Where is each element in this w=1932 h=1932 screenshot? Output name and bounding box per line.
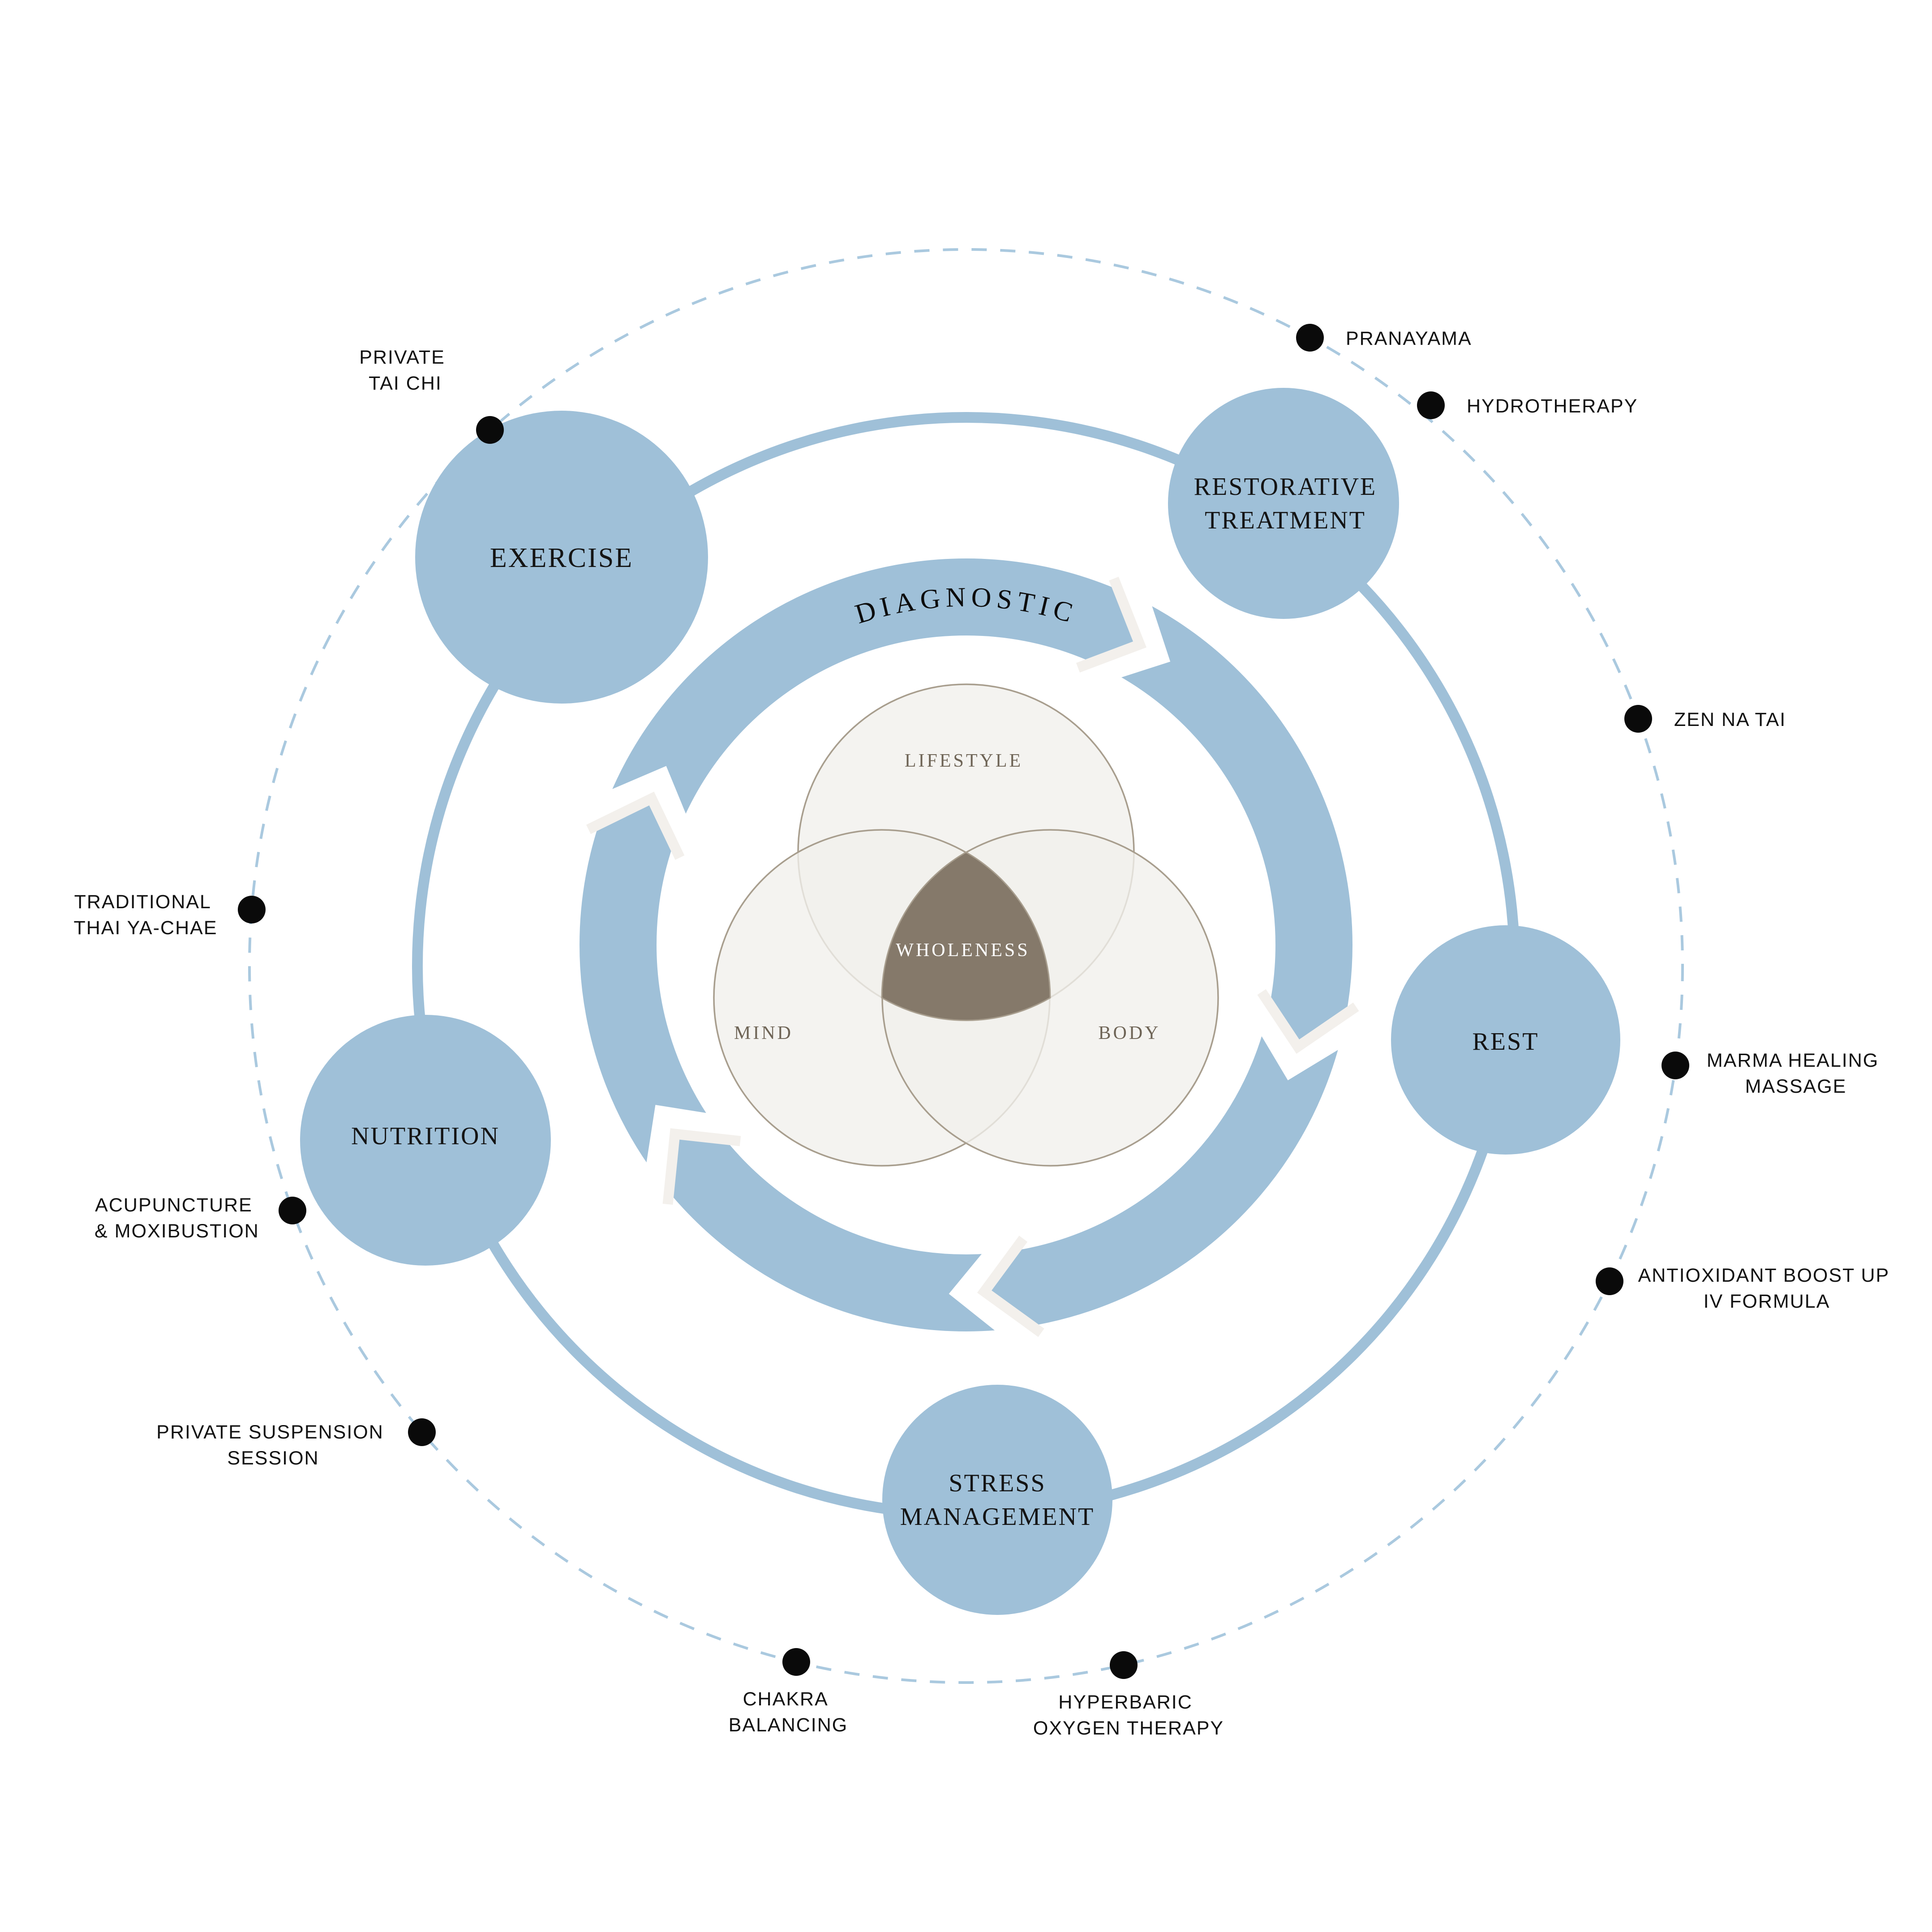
venn-label-body: BODY: [1098, 1023, 1160, 1043]
pillar-exercise: EXERCISE: [415, 411, 708, 704]
pillar-stress-management: STRESS MANAGEMENT: [882, 1385, 1112, 1615]
chevron-arrow-icon: [1248, 989, 1359, 1081]
treatment-dot: [1296, 324, 1324, 352]
treatment-marma-healing-massage: MARMA HEALING MASSAGE: [1662, 1050, 1885, 1097]
treatment-dot: [476, 416, 504, 444]
treatment-antioxidant-boost-up-iv-formula: ANTIOXIDANT BOOST UP IV FORMULA: [1596, 1265, 1896, 1312]
treatment-traditional-thai-ya-chae: TRADITIONAL THAI YA-CHAE: [73, 891, 266, 939]
venn-label-lifestyle: LIFESTYLE: [905, 751, 1023, 771]
treatment-chakra-balancing: CHAKRA BALANCING: [729, 1648, 848, 1736]
treatment-label: MARMA HEALING MASSAGE: [1707, 1050, 1885, 1097]
treatment-label: ACUPUNCTURE & MOXIBUSTION: [94, 1194, 259, 1242]
chevron-arrow-icon: [949, 1233, 1044, 1346]
treatment-dot: [238, 896, 266, 923]
treatment-label: PRANAYAMA: [1346, 328, 1472, 349]
pillar-label: EXERCISE: [490, 543, 633, 573]
treatment-dot: [408, 1418, 436, 1446]
pillar-circle: [415, 411, 708, 704]
pillar-rest: REST: [1391, 925, 1620, 1155]
pillar-label: TREATMENT: [1205, 507, 1366, 534]
outer-dashed-circle: [248, 248, 1684, 1684]
treatment-label: HYDROTHERAPY: [1467, 395, 1638, 417]
pillar-label: NUTRITION: [351, 1122, 500, 1150]
treatment-private-tai-chi: PRIVATE TAI CHI: [359, 347, 504, 444]
treatment-hyperbaric-oxygen-therapy: HYPERBARIC OXYGEN THERAPY: [1033, 1651, 1224, 1739]
treatment-dot: [279, 1197, 306, 1224]
treatment-private-suspension-session: PRIVATE SUSPENSION SESSION: [156, 1418, 436, 1469]
pillar-label: RESTORATIVE: [1194, 473, 1377, 501]
pillar-label: STRESS: [949, 1469, 1046, 1497]
treatment-dot: [1417, 391, 1445, 419]
treatment-label: PRIVATE TAI CHI: [359, 347, 451, 394]
treatment-label: ZEN NA TAI: [1674, 709, 1786, 730]
treatment-dot: [782, 1648, 810, 1676]
treatment-acupuncture-moxibustion: ACUPUNCTURE & MOXIBUSTION: [94, 1194, 306, 1242]
treatment-zen-na-tai: ZEN NA TAI: [1624, 705, 1786, 733]
pillar-nutrition: NUTRITION: [300, 1015, 551, 1266]
treatment-label: ANTIOXIDANT BOOST UP IV FORMULA: [1638, 1265, 1896, 1312]
venn-label-wholeness: WHOLENESS: [896, 940, 1030, 961]
treatment-dot: [1110, 1651, 1138, 1679]
treatment-label: CHAKRA BALANCING: [729, 1688, 848, 1736]
chevron-arrow-icon: [1076, 576, 1171, 686]
chevron-arrow-icon: [643, 1105, 741, 1205]
treatment-dot: [1624, 705, 1652, 733]
pillar-circle: [1391, 925, 1620, 1155]
treatment-dot: [1662, 1052, 1689, 1079]
wholeness-core: [881, 851, 1051, 1021]
pillar-label: REST: [1473, 1028, 1539, 1056]
venn-label-mind: MIND: [734, 1023, 793, 1043]
treatment-dot: [1596, 1267, 1623, 1295]
chevron-arrow-icon: [586, 766, 696, 860]
venn-diagram: LIFESTYLE MIND BODY WHOLENESS: [713, 683, 1219, 1167]
treatment-hydrotherapy: HYDROTHERAPY: [1417, 391, 1638, 419]
pillar-label: MANAGEMENT: [900, 1503, 1095, 1531]
treatment-label: HYPERBARIC OXYGEN THERAPY: [1033, 1692, 1224, 1739]
pillar-restorative-treatment: RESTORATIVE TREATMENT: [1168, 388, 1399, 619]
treatment-label: PRIVATE SUSPENSION SESSION: [156, 1421, 390, 1469]
pillar-circle: [882, 1385, 1112, 1615]
pillar-circle: [300, 1015, 551, 1266]
treatment-label: TRADITIONAL THAI YA-CHAE: [73, 891, 217, 939]
treatment-pranayama: PRANAYAMA: [1296, 324, 1472, 352]
pillar-circle: [1168, 388, 1399, 619]
